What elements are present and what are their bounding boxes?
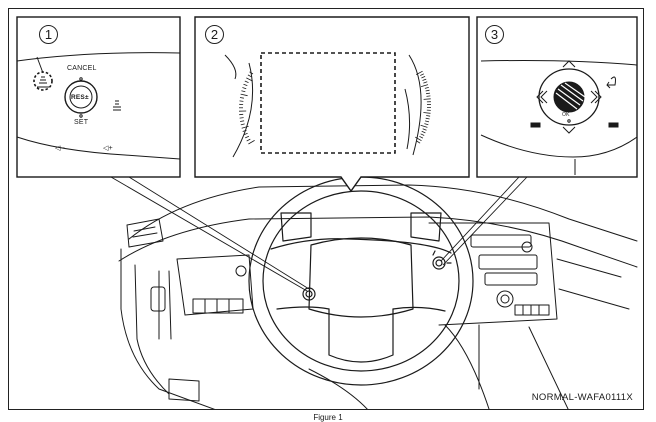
leader-3: [440, 176, 528, 266]
gauge-tick: [419, 135, 424, 139]
gauge-tick: [239, 117, 244, 119]
figure-frame: 1 2 3 CANCEL RES± SET ◁− ◁+ OK NORMAL-WA…: [8, 8, 644, 410]
gauge-tick: [247, 74, 252, 78]
gauge-tick: [426, 95, 431, 97]
gauge-tick: [421, 130, 426, 134]
gauge-tick: [425, 117, 430, 120]
gauge-tick: [240, 120, 245, 122]
gauge-tick: [246, 138, 251, 142]
leader-1: [110, 176, 310, 292]
gauge-tick: [246, 77, 253, 82]
volume-up-label: ◁+: [103, 145, 113, 152]
gauge-tick: [423, 112, 431, 114]
gauge-tick: [422, 128, 427, 131]
dashboard-drawing: [118, 184, 638, 409]
figure-caption: Figure 1: [313, 413, 343, 422]
driver-assist-icon: [39, 76, 47, 84]
gauge-tick: [420, 133, 425, 136]
panel-3-number: 3: [485, 25, 504, 44]
panel-3-drawing: [480, 60, 638, 175]
gauge-tick: [240, 93, 248, 97]
back-icon: [606, 76, 616, 89]
gauge-tick: [415, 136, 422, 142]
gauge-tick: [420, 124, 428, 128]
gauge-tick: [425, 89, 430, 92]
gauge-tick: [240, 123, 245, 126]
gauge-tick: [241, 90, 246, 93]
gauge-tick: [421, 76, 426, 79]
panel-1-drawing: [16, 52, 181, 160]
gauge-tick: [245, 135, 250, 139]
gauge-tick: [424, 123, 429, 126]
gauge-tick: [416, 140, 421, 144]
gauge-tick: [249, 71, 254, 75]
gauge-tick: [242, 129, 247, 132]
steering-wheel-illustration: [16, 16, 638, 409]
gauge-tick: [244, 80, 249, 83]
res-button-label: RES±: [71, 94, 89, 101]
panel-2-box: [194, 16, 470, 193]
panel-1-number: 1: [39, 25, 58, 44]
volume-down-label: ◁−: [55, 145, 65, 152]
gauge-tick: [423, 81, 428, 84]
gauge-tick: [416, 70, 423, 75]
ok-label: OK: [562, 112, 570, 118]
image-code: NORMAL-WAFA0111X: [531, 392, 633, 403]
panel-2-number: 2: [205, 25, 224, 44]
gauge-tick: [426, 115, 431, 117]
dpad-arrow-icon: [562, 60, 576, 68]
distance-icon: [113, 100, 121, 111]
gauge-tick: [248, 140, 255, 145]
gauge-tick: [239, 97, 244, 99]
gauge-tick: [420, 84, 429, 87]
gauge-tick: [243, 83, 248, 86]
gauge-tick: [420, 73, 425, 76]
panel-1-box: [16, 16, 181, 178]
set-label: SET: [74, 119, 89, 126]
gauge-tick: [424, 87, 429, 89]
gauge-ticks: [238, 70, 432, 145]
cancel-label: CANCEL: [67, 65, 97, 72]
gauge-tick: [423, 98, 431, 100]
gauge-tick: [239, 100, 244, 102]
gauge-tick: [425, 120, 430, 123]
display-highlight: [260, 52, 396, 154]
gauge-tick: [241, 125, 249, 129]
steering-wheel-drawing: [248, 176, 474, 386]
gauge-tick: [242, 87, 247, 90]
gauge-tick: [426, 92, 431, 95]
gauge-tick: [243, 132, 248, 136]
gauge-tick: [422, 78, 427, 81]
